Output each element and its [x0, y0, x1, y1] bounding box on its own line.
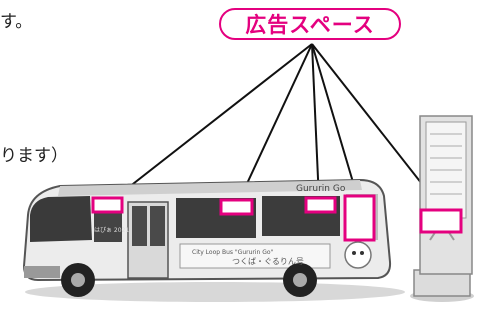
pointer-line-2 — [236, 43, 313, 206]
bus-windshield — [30, 196, 92, 242]
bus-door-glass-right — [150, 206, 165, 246]
pointer-lines — [105, 43, 445, 213]
ad-space-box-3 — [304, 196, 337, 214]
text-fragment-top: す。 — [0, 12, 33, 32]
bus-brand-text: Gururin Go — [296, 184, 346, 194]
ad-space-box-1 — [91, 196, 124, 214]
bus-door-glass-left — [132, 206, 147, 246]
ad-space-label: 広告スペース — [219, 8, 401, 40]
ad-space-box-5 — [419, 208, 463, 234]
pointer-line-3 — [311, 43, 320, 202]
pointer-line-4 — [311, 43, 359, 200]
bus-roof-stripe — [58, 180, 362, 196]
text-fragment-middle: ります） — [0, 146, 68, 166]
bus-illustration — [22, 178, 392, 297]
ad-space-box-4 — [343, 194, 376, 242]
bus-stop-sign — [410, 115, 474, 302]
ad-space-label-text: 広告スペース — [245, 13, 375, 37]
pointer-line-1 — [105, 43, 313, 206]
mascot-icon — [344, 241, 372, 269]
bus-route-text: City Loop Bus "Gururin Go" — [192, 249, 274, 256]
bus-side-text: つくば・ぐるりん号 — [232, 257, 304, 266]
bus-bumper — [24, 266, 60, 278]
ad-space-markers — [91, 194, 463, 242]
ad-space-box-2 — [219, 198, 254, 216]
bus-plate-text: はぴぁ 2021 — [94, 227, 129, 234]
